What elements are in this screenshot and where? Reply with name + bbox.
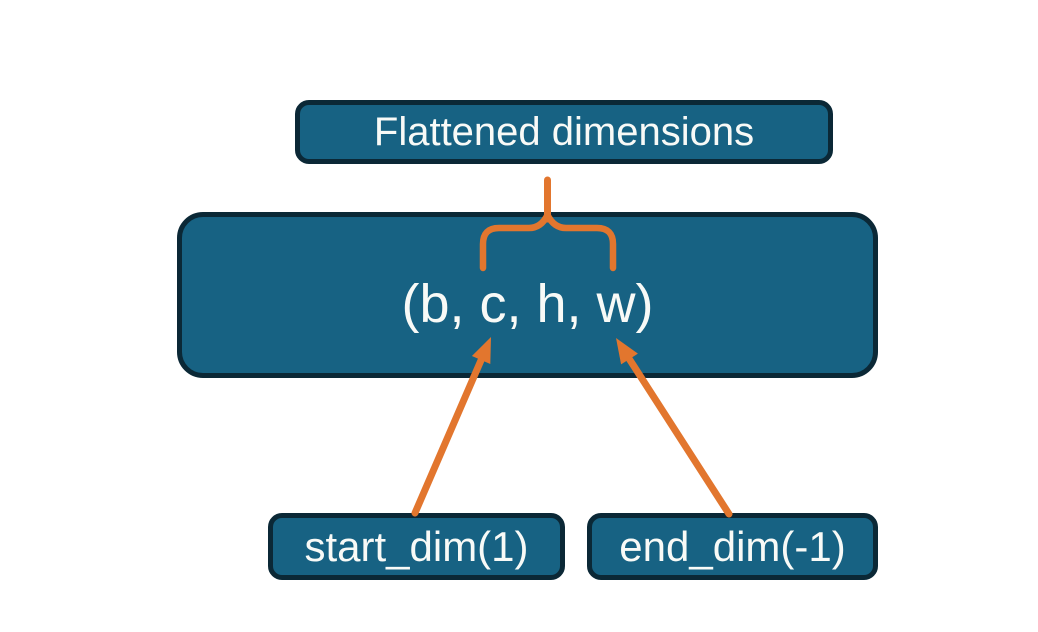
start-dim-label: start_dim(1) xyxy=(304,522,529,570)
flattened-dimensions-label: Flattened dimensions xyxy=(373,109,755,154)
end-dim-box: end_dim(-1) xyxy=(587,513,878,580)
tensor-shape-label: (b, c, h, w) xyxy=(401,274,654,334)
start-dim-box: start_dim(1) xyxy=(268,513,565,580)
end-dim-label: end_dim(-1) xyxy=(619,522,846,570)
tensor-shape-box: (b, c, h, w) xyxy=(177,212,878,378)
flattened-dimensions-box: Flattened dimensions xyxy=(295,100,833,164)
